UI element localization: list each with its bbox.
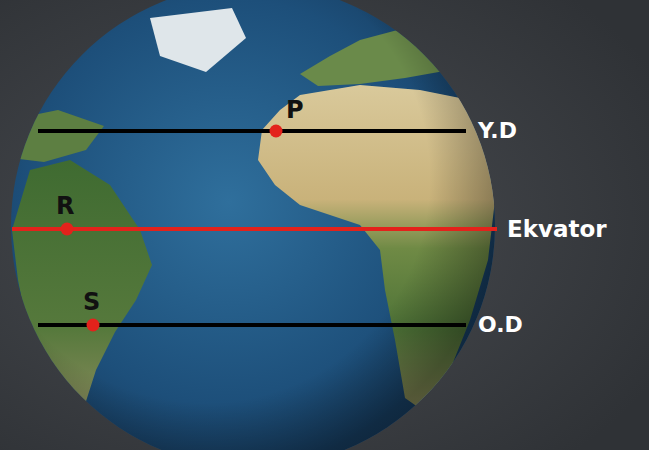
point-label: P [286,98,304,122]
line-label: O.D [478,314,523,336]
line-label: Ekvator [507,218,607,241]
point-label: S [83,290,100,314]
line-label: Y.D [478,120,517,142]
point-label: R [56,194,74,218]
